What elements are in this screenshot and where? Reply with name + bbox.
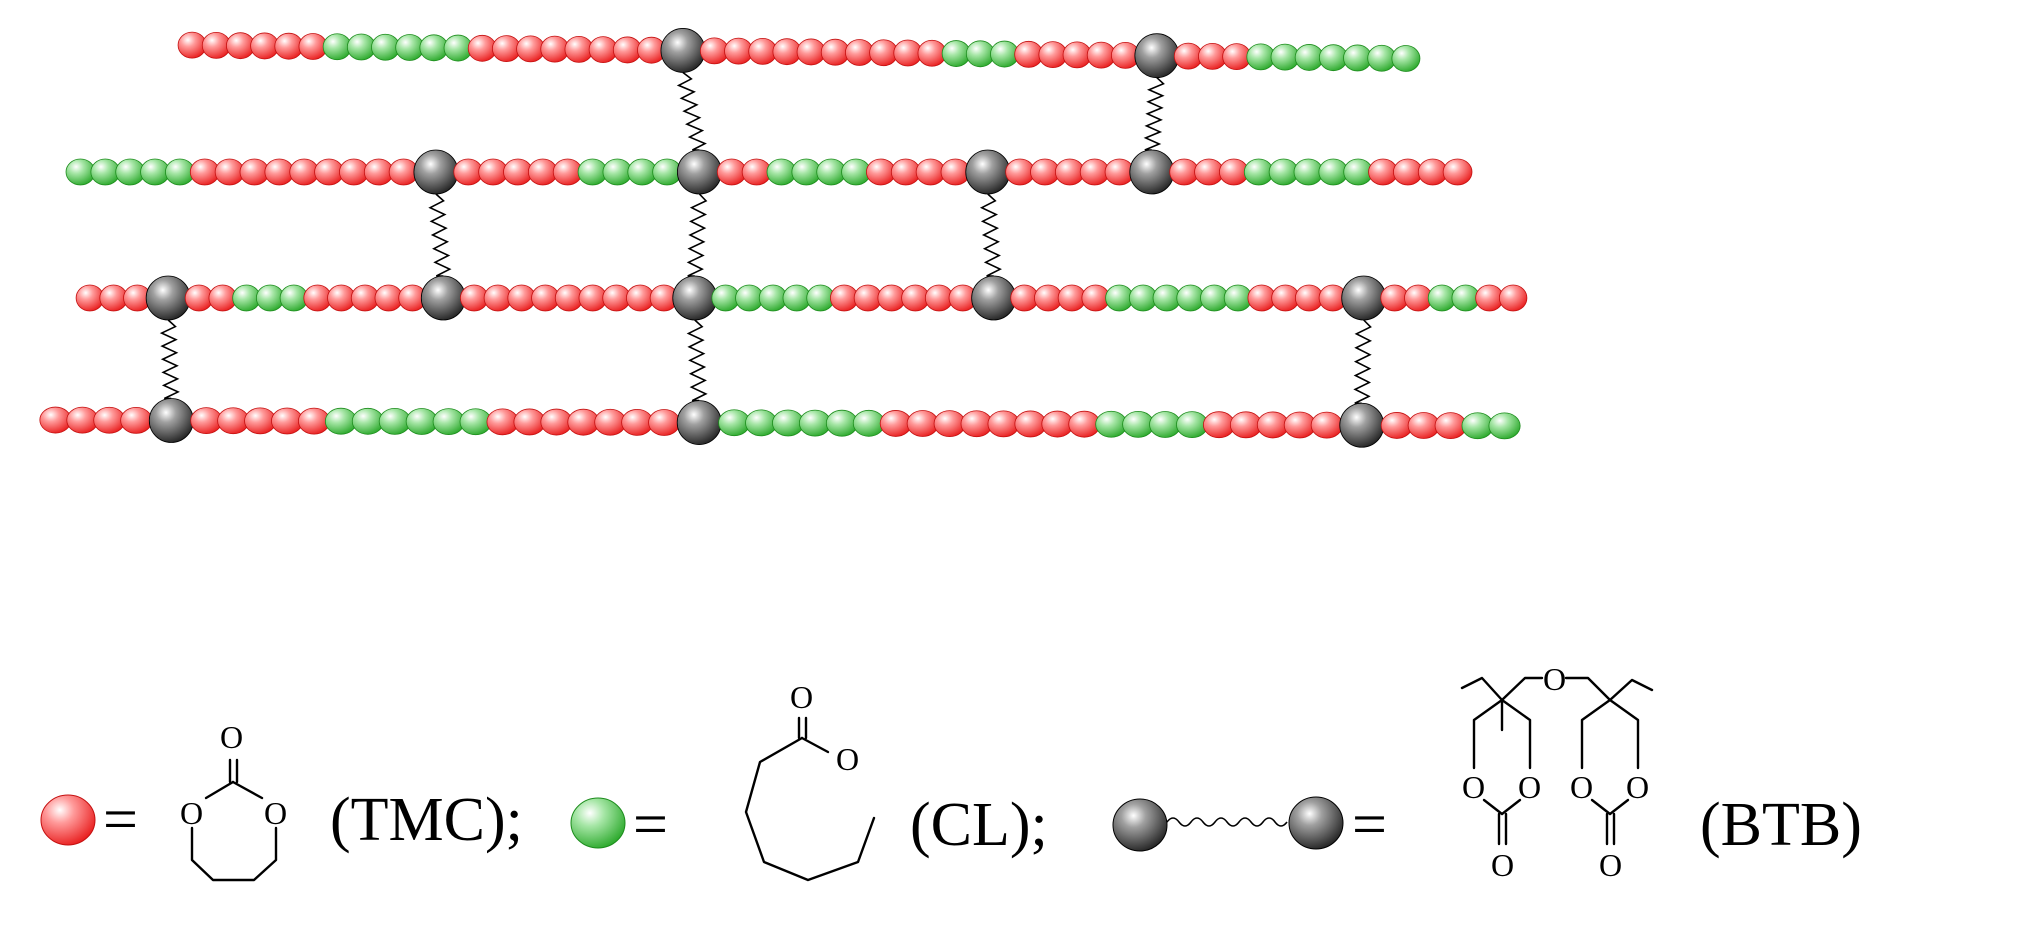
btb-crosslink-bead	[1339, 402, 1385, 448]
btb-crosslink-bead	[971, 275, 1017, 321]
crosslink-wire	[686, 319, 708, 402]
cl-label: (CL);	[910, 791, 1048, 859]
crosslink-wire	[686, 193, 708, 277]
tmc-bead	[120, 406, 153, 434]
btb-ring-o-2: O	[1518, 769, 1541, 805]
tmc-ring-o-left: O	[180, 795, 203, 831]
polymer-chains	[39, 28, 1528, 448]
cl-structure: O O	[744, 679, 876, 882]
crosslink-wire	[159, 319, 180, 400]
btb-crosslink-bead	[672, 275, 718, 321]
crosslink-wire	[979, 193, 1002, 277]
polymer-chain	[75, 275, 1528, 321]
tmc-structure: O O O	[180, 719, 287, 882]
btb-ring-o-1: O	[1462, 769, 1485, 805]
tmc-equals: =	[103, 786, 138, 854]
cl-ring-o: O	[836, 741, 859, 777]
btb-crosslink-bead	[145, 275, 191, 321]
btb-linker-icon	[1166, 817, 1288, 827]
tmc-bead-icon	[40, 794, 96, 846]
polymer-chain	[177, 28, 1421, 79]
tmc-bead	[1310, 411, 1343, 439]
btb-crosslink-bead	[1129, 149, 1175, 195]
tmc-bead	[1442, 158, 1473, 186]
btb-bead-left-icon	[1112, 798, 1168, 852]
tmc-bead	[648, 409, 681, 436]
btb-equals: =	[1352, 791, 1387, 859]
btb-ether-o: O	[1543, 661, 1566, 697]
cl-bead	[1488, 412, 1521, 440]
tmc-label: (TMC);	[330, 786, 523, 854]
legend: = O O O (TMC); = O O	[40, 661, 1862, 883]
crosslink-wire	[1353, 319, 1373, 405]
btb-ring-o-3: O	[1570, 769, 1593, 805]
btb-crosslink-bead	[660, 28, 706, 73]
btb-ring-o-4: O	[1626, 769, 1649, 805]
btb-bead-right-icon	[1288, 796, 1344, 850]
crosslink-wire	[676, 71, 707, 151]
cl-carbonyl-o: O	[790, 679, 813, 715]
crosslink-wire	[1143, 77, 1165, 151]
btb-label: (BTB)	[1700, 791, 1862, 859]
tmc-carbonyl-o: O	[220, 719, 243, 755]
polymer-chain	[39, 398, 1521, 448]
cl-equals: =	[633, 791, 668, 859]
crosslink-wire	[428, 193, 452, 277]
btb-crosslink-bead	[1341, 275, 1387, 321]
btb-crosslink-bead	[413, 149, 459, 195]
legend-cl: = O O (CL);	[570, 679, 1048, 882]
btb-crosslink-bead	[420, 275, 466, 321]
tmc-bead	[1498, 284, 1528, 312]
btb-crosslink-bead	[148, 398, 194, 443]
btb-crosslink-bead	[965, 149, 1011, 195]
btb-crosslink-bead	[1134, 33, 1180, 79]
btb-structure: O O O O O O O	[1460, 661, 1654, 883]
legend-tmc: = O O O (TMC);	[40, 719, 523, 882]
btb-crosslink-bead	[676, 149, 722, 195]
tmc-ring-o-right: O	[264, 795, 287, 831]
btb-crosslink-bead	[676, 400, 722, 445]
polymer-chain	[65, 149, 1473, 195]
btb-carbonyl-o-1: O	[1491, 847, 1514, 883]
crosslink-wires	[159, 71, 1373, 405]
btb-carbonyl-o-2: O	[1599, 847, 1622, 883]
legend-btb: = O O O O O O O	[1112, 661, 1862, 883]
cl-bead	[1391, 45, 1421, 72]
cl-bead-icon	[570, 797, 626, 849]
